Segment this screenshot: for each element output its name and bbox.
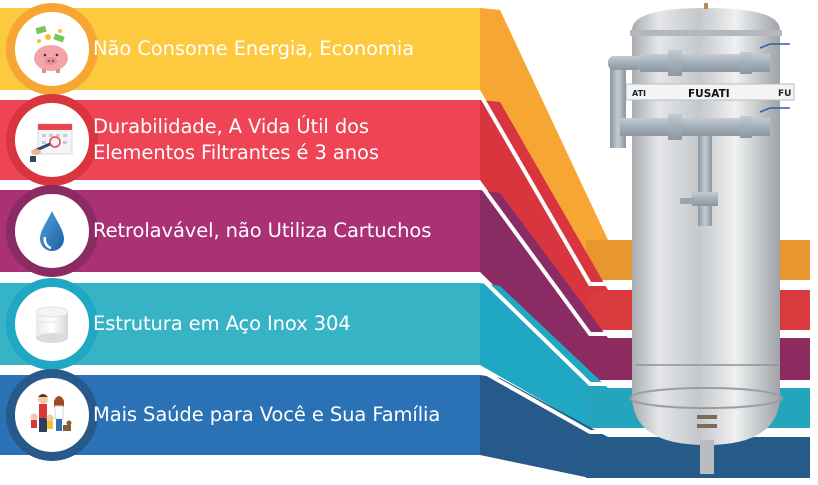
calendar-icon	[30, 123, 73, 162]
feature-economia: Não Consome Energia, Economia	[0, 3, 480, 95]
brand-label-text: FUSATI	[688, 88, 730, 100]
feature-durabilidade: Durabilidade, A Vida Útil dos Elementos …	[0, 94, 480, 186]
steel-cylinder-icon	[35, 306, 69, 343]
band-durabilidade-side	[480, 100, 608, 330]
feature-saude-label: Mais Saúde para Você e Sua Família	[93, 403, 441, 426]
feature-retrolavavel: Retrolavável, não Utiliza Cartuchos	[0, 185, 480, 277]
fusati-filter-image: ATI FUSATI FU	[608, 3, 795, 474]
family-icon	[30, 394, 72, 432]
brand-label-partial-right: FU	[778, 89, 791, 99]
feature-durabilidade-badge	[6, 94, 98, 186]
feature-inox: Estrutura em Aço Inox 304	[0, 278, 480, 370]
band-inox-side	[480, 283, 608, 428]
piggy-bank-icon	[34, 25, 68, 73]
band-economia-side	[480, 8, 608, 280]
water-drop-icon	[40, 211, 64, 251]
feature-saude-badge	[6, 369, 98, 461]
band-retrolavavel-side	[480, 190, 608, 380]
feature-economia-label: Não Consome Energia, Economia	[93, 37, 415, 60]
feature-inox-badge	[6, 278, 98, 370]
brand-label-partial-left: ATI	[632, 89, 646, 98]
feature-durabilidade-label: Durabilidade, A Vida Útil dos Elementos …	[93, 115, 379, 164]
band-saude-side	[480, 375, 608, 478]
feature-economia-badge	[6, 3, 98, 95]
feature-retrolavavel-badge	[6, 185, 98, 277]
feature-saude: Mais Saúde para Você e Sua Família	[0, 369, 480, 461]
feature-retrolavavel-label: Retrolavável, não Utiliza Cartuchos	[93, 219, 432, 242]
feature-inox-label: Estrutura em Aço Inox 304	[93, 312, 351, 335]
